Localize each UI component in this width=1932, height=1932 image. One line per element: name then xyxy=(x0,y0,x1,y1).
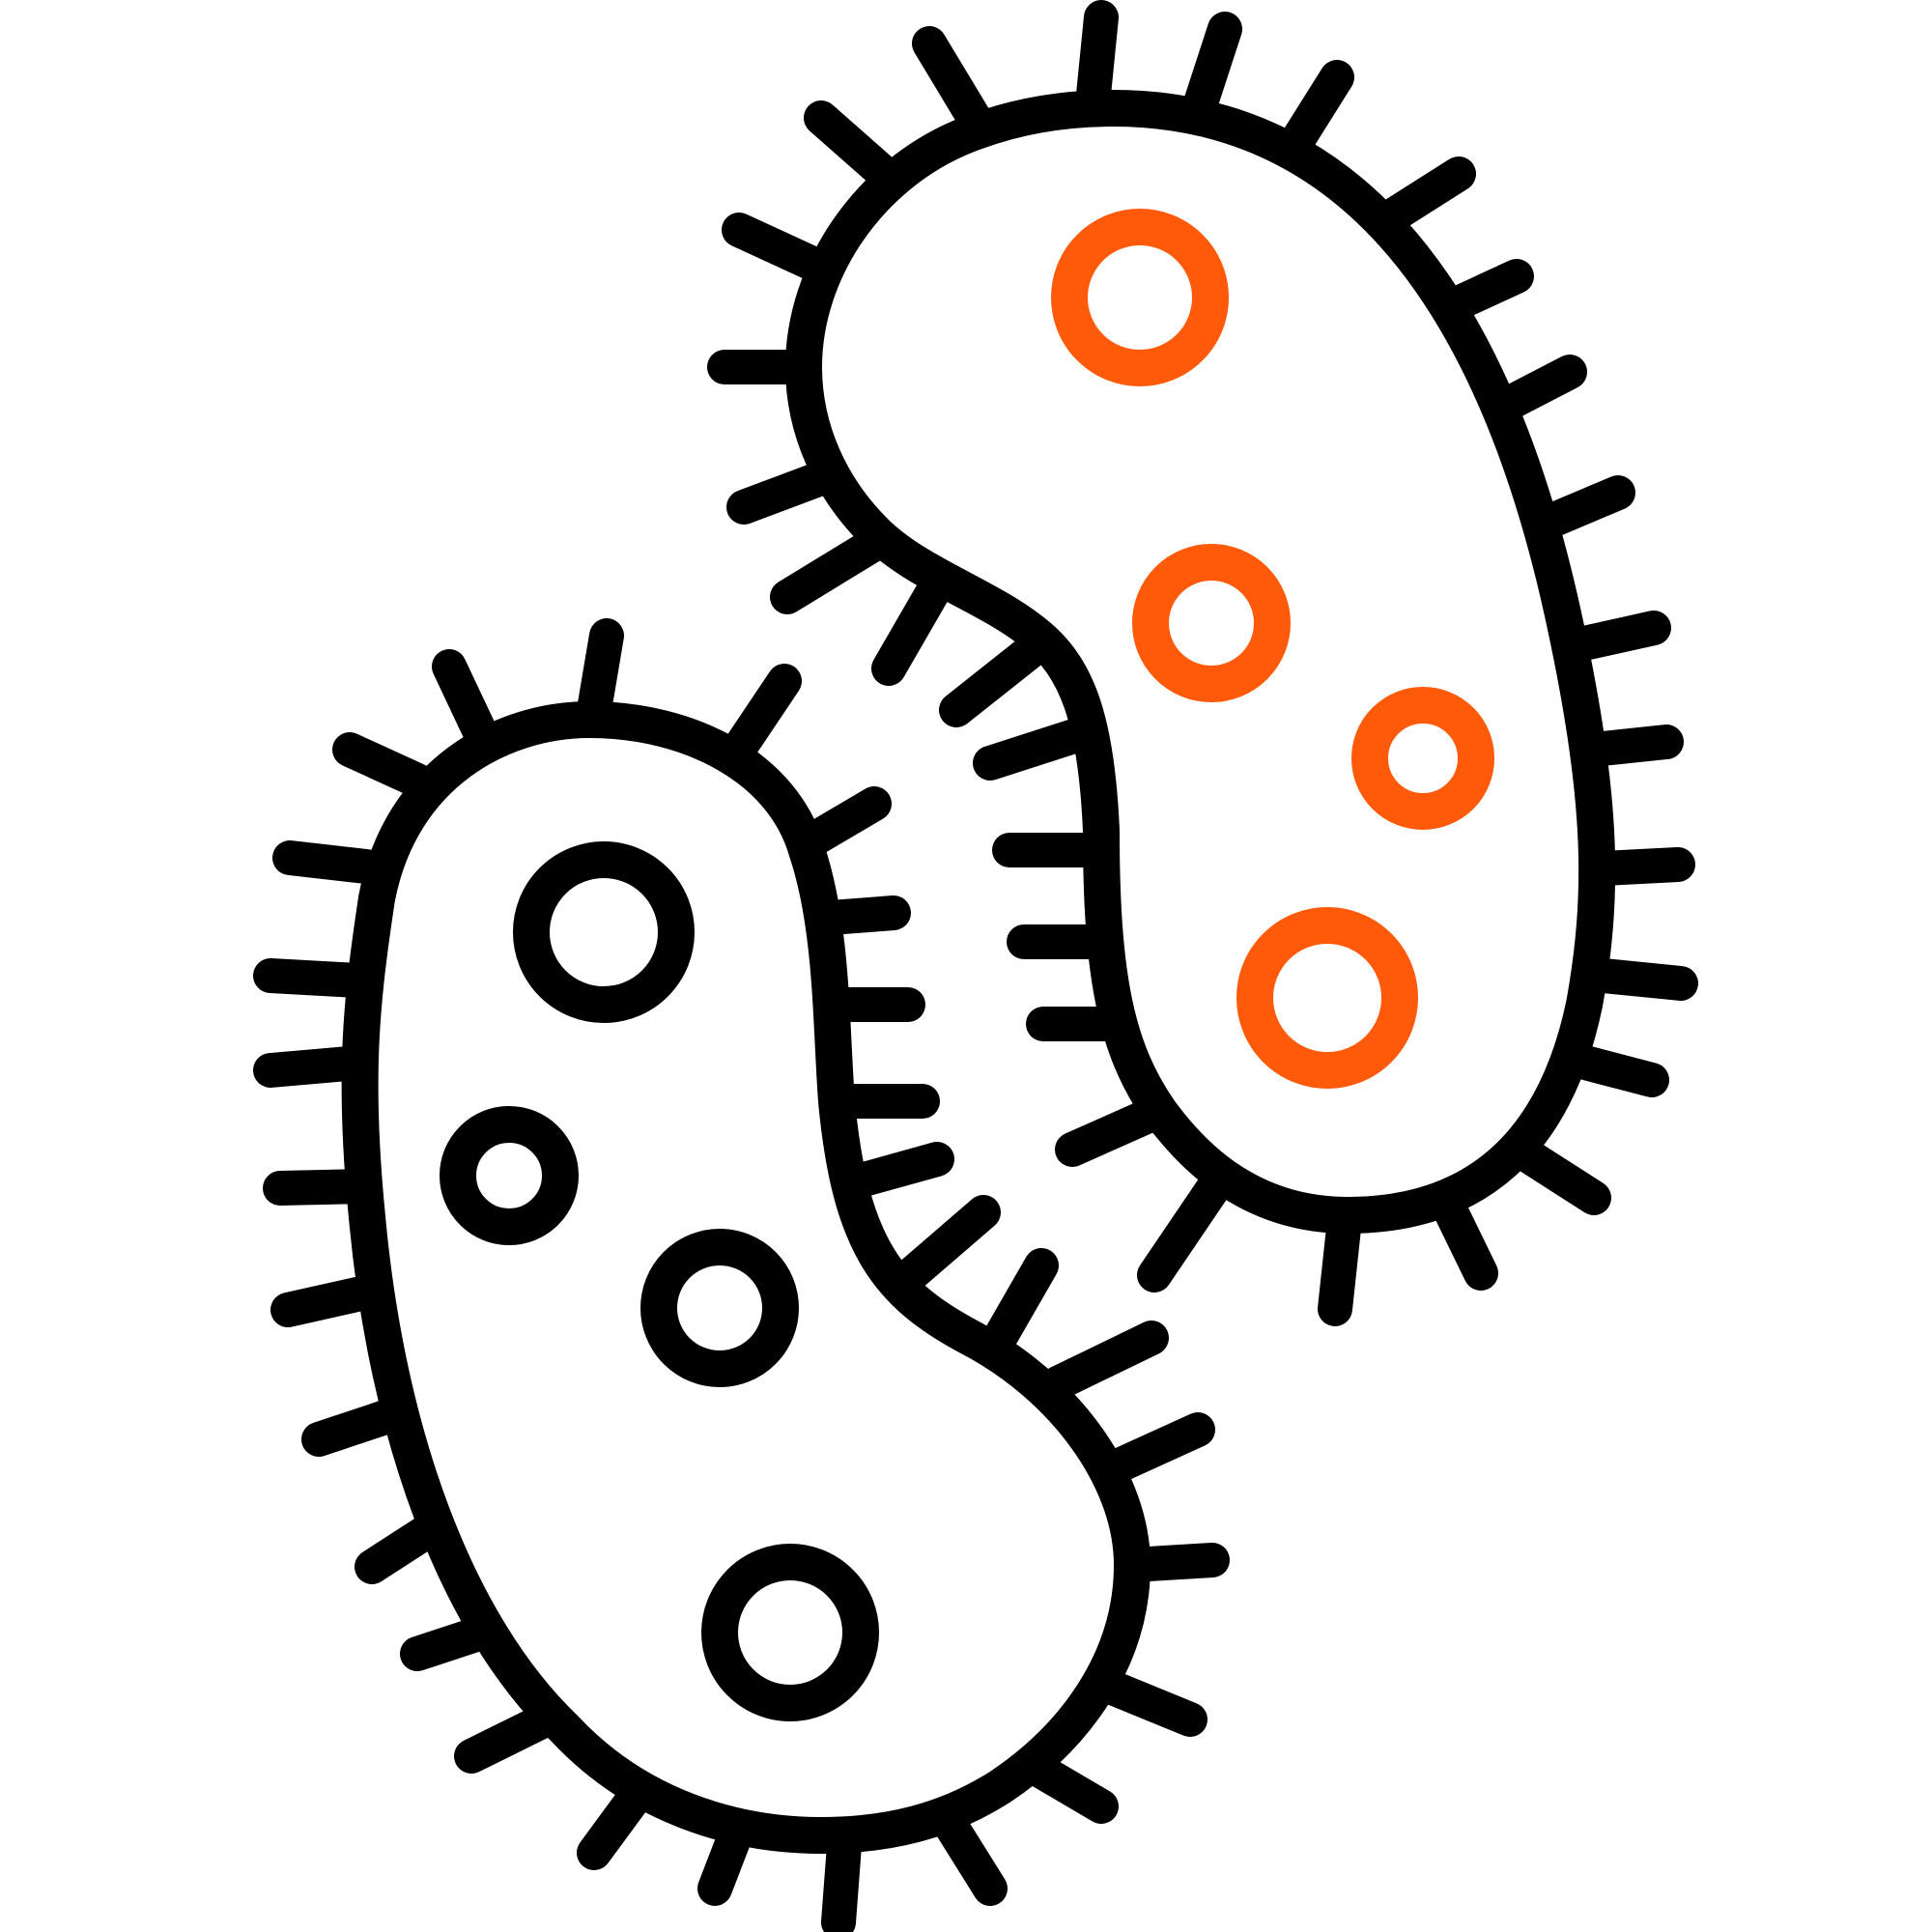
bacterium-back xyxy=(707,0,1698,1326)
organelle-ring xyxy=(1132,544,1291,702)
organelle-ring xyxy=(440,1106,579,1245)
organelle-ring xyxy=(1351,687,1494,830)
bacterium-front-organelles xyxy=(440,841,879,1721)
bacterium-back-body xyxy=(785,90,1616,1234)
organelle-ring xyxy=(1051,209,1229,386)
organelle-ring xyxy=(513,841,695,1023)
organelle-ring xyxy=(1236,907,1418,1089)
bacterium-front xyxy=(253,618,1230,1932)
organelle-ring xyxy=(701,1544,879,1721)
organelle-ring xyxy=(640,1229,799,1387)
bacterium-back-organelles xyxy=(1051,209,1494,1089)
